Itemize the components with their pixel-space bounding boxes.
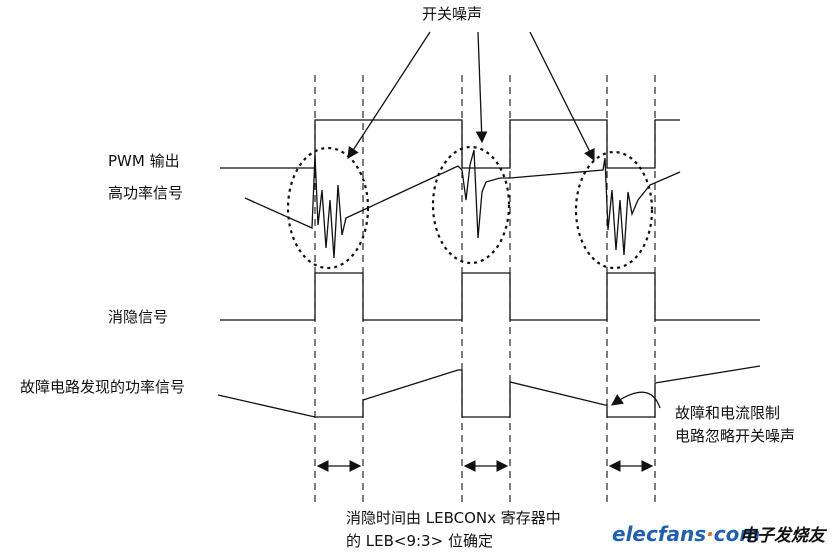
watermark-dot: · <box>706 522 714 546</box>
fault-circuit-signal-label: 故障电路发现的功率信号 <box>20 378 185 396</box>
noise-highlight-ellipse <box>286 146 370 270</box>
guide-lines <box>314 75 656 505</box>
elecfans-watermark: elecfans·com 电子发烧友 <box>612 522 828 546</box>
high-power-signal-label: 高功率信号 <box>108 184 183 202</box>
ignore-note-line1: 故障和电流限制 <box>675 404 780 422</box>
blanking-waveform <box>220 272 760 321</box>
ignore-noise-arrow <box>611 391 661 409</box>
noise-highlight-ellipse <box>431 145 511 265</box>
watermark-domain-suffix: com <box>714 522 760 546</box>
blanking-signal-label: 消隐信号 <box>108 308 168 326</box>
blanking-time-line2: 的 LEB<9:3> 位确定 <box>346 532 493 550</box>
noise-pointer-arrow <box>475 31 488 144</box>
fault-power-waveform <box>217 365 761 418</box>
pwm-output-label: PWM 输出 <box>108 152 180 170</box>
switching-noise-label: 开关噪声 <box>422 5 482 23</box>
svg-text:elecfans·com: elecfans·com <box>612 522 760 546</box>
blanking-time-line1: 消隐时间由 LEBCONx 寄存器中 <box>346 509 561 527</box>
noise-pointer-arrow <box>529 31 595 162</box>
noise-pointer-arrow <box>347 31 431 159</box>
ignore-note-line2: 电路忽略开关噪声 <box>675 427 795 445</box>
pwm-waveform <box>220 119 680 169</box>
noise-highlight-ellipse <box>574 150 654 270</box>
watermark-site: elecfans <box>612 522 706 546</box>
watermark-cn-name: 电子发烧友 <box>740 526 828 546</box>
high-power-waveform <box>244 149 681 259</box>
